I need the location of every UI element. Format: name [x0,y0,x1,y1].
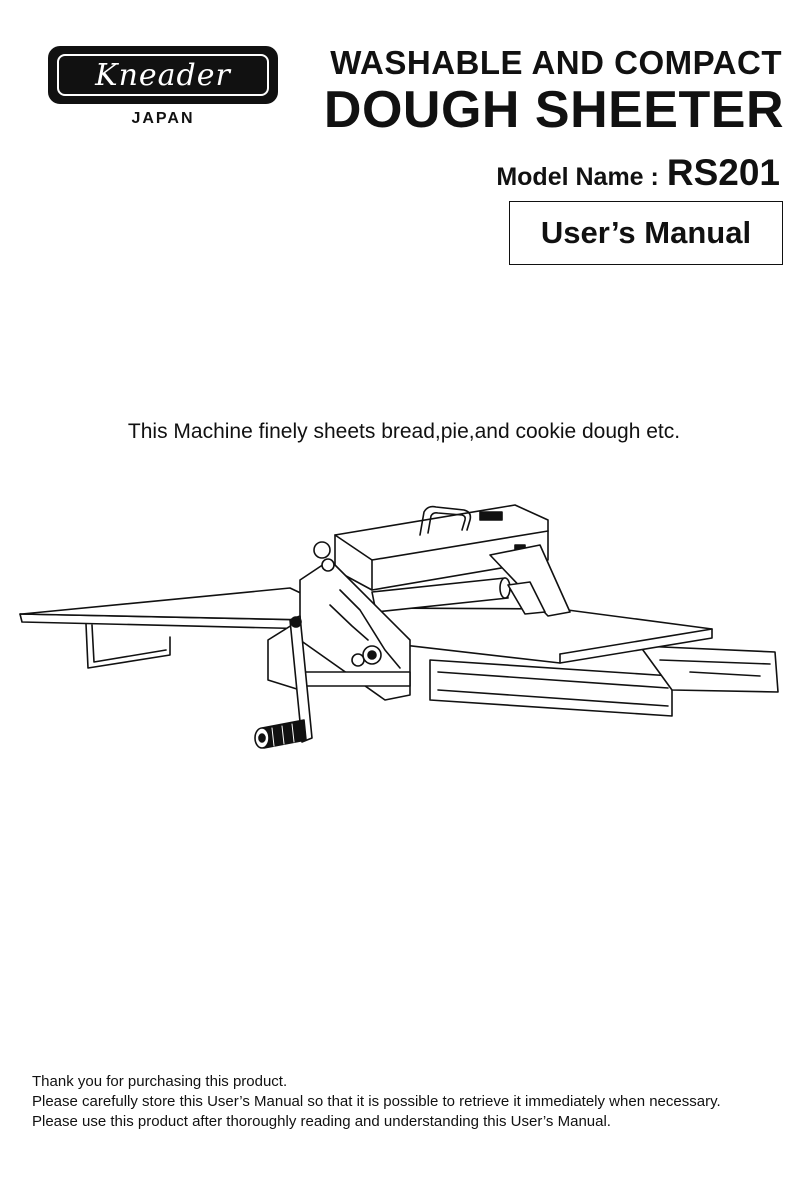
top-carry-handle [419,505,472,536]
users-manual-box: User’s Manual [509,201,783,265]
footer-line: Please carefully store this User’s Manua… [32,1093,721,1110]
right-side-frame [489,544,571,617]
footer-line: Please use this product after thoroughly… [32,1113,611,1130]
right-conveyor-rails [429,645,779,717]
footer-notice: Thank you for purchasing this product. P… [32,1072,721,1132]
logo-brand-name: Kneader [95,57,231,93]
footer-line: Thank you for purchasing this product. [32,1073,288,1090]
model-name-value: RS201 [666,152,780,193]
model-name-row: Model Name :RS201 [496,152,780,194]
crank-arm [289,615,313,743]
brand-logo: Kneader [48,46,278,104]
crank-knob [254,719,307,749]
title-line-2: DOUGH SHEETER [323,81,784,139]
machine-housing [334,504,549,591]
dough-sheeter-illustration [19,504,779,749]
logo-country: JAPAN [131,110,195,127]
left-table-leg [85,623,171,669]
logo-inner-frame: Kneader [57,54,269,96]
product-tagline: This Machine finely sheets bread,pie,and… [127,420,681,443]
model-name-label: Model Name : [496,163,659,191]
title-line-1: WASHABLE AND COMPACT [330,44,782,81]
left-table-board [19,587,361,631]
